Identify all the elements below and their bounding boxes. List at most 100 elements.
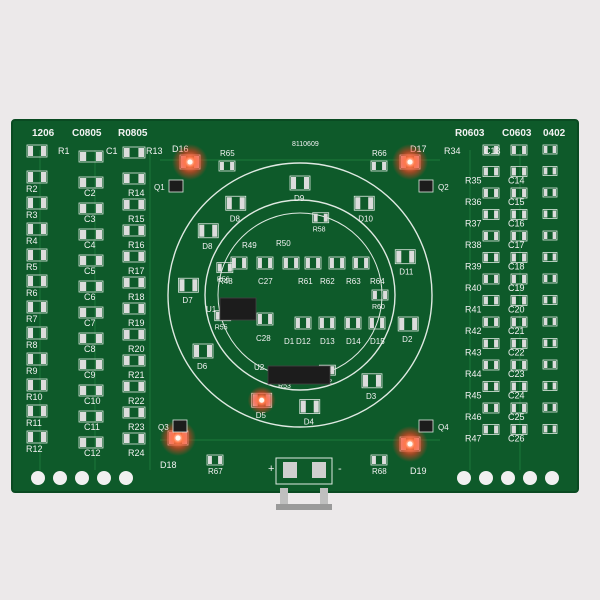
- resistor-label: R12: [26, 444, 43, 454]
- chip-u2-label: U2: [254, 363, 265, 372]
- resistor-label: R1: [58, 146, 70, 156]
- capacitor-0805: [78, 410, 104, 423]
- capacitor-0603: [510, 166, 528, 177]
- pcb-substrate: [11, 119, 579, 493]
- capacitor-0805: [78, 150, 104, 163]
- ring-led-glow: [247, 386, 276, 415]
- resistor-label: R40: [465, 283, 482, 293]
- resistor-0805: [122, 380, 146, 393]
- ring-resistor-label: R58: [313, 227, 326, 234]
- inner-resistor: [352, 256, 370, 270]
- component-0402: [542, 166, 558, 176]
- capacitor-0805: [78, 280, 104, 293]
- transistor: [172, 419, 188, 433]
- resistor-label: R44: [465, 369, 482, 379]
- capacitor-label: C12: [84, 448, 101, 458]
- corner-resistor-label: R65: [220, 149, 235, 158]
- resistor-label: R34: [444, 146, 461, 156]
- ring-resistor-label: R60: [372, 304, 385, 311]
- inner-led-label: D14: [346, 337, 361, 346]
- left-component-columns: R1R2R3R4R5R6R7R8R9R10R11R12C1C2C3C4C5C6C…: [26, 144, 163, 458]
- capacitor-label: C4: [84, 240, 96, 250]
- ring-led-label: D7: [182, 296, 193, 305]
- resistor-1206: [26, 222, 48, 236]
- resistor-0603: [482, 166, 500, 177]
- resistor-1206: [26, 248, 48, 262]
- ring-led-label: D9: [294, 194, 305, 203]
- inner-label: R64: [370, 277, 385, 286]
- ring-led: [178, 277, 199, 293]
- inner-resistor: [282, 256, 300, 270]
- capacitor-0603: [510, 252, 528, 263]
- resistor-label: R22: [128, 396, 145, 406]
- inner-label: R63: [346, 277, 361, 286]
- bottom-pads: [31, 471, 559, 485]
- capacitor-0603: [510, 359, 528, 371]
- resistor-0603: [482, 359, 500, 371]
- resistor-0805: [122, 172, 146, 185]
- resistor-label: R35: [465, 176, 482, 186]
- capacitor-label: C21: [508, 326, 525, 336]
- chip-u2: U2: [254, 363, 331, 385]
- capacitor-label: C10: [84, 396, 101, 406]
- component-0402: [542, 187, 558, 198]
- header-r0603: R0603: [455, 128, 485, 139]
- capacitor-0603: [510, 187, 528, 199]
- ring-led-label: D5: [256, 411, 267, 420]
- ring-led: [225, 195, 247, 211]
- through-hole-pad: [457, 471, 471, 485]
- inner-led-label: D15: [370, 337, 385, 346]
- ring-led: [289, 175, 311, 191]
- corner-resistor: [218, 160, 236, 172]
- resistor-label: R7: [26, 314, 38, 324]
- corner-resistor-label: R67: [208, 467, 223, 476]
- header-r0805: R0805: [118, 128, 148, 139]
- corner-led-glow: [172, 144, 208, 180]
- resistor-0603: [482, 273, 500, 285]
- resistor-0805: [122, 276, 146, 289]
- resistor-label: R2: [26, 184, 38, 194]
- component-0402: [542, 381, 558, 391]
- component-0402: [542, 338, 558, 348]
- corner-resistor: [206, 454, 224, 466]
- resistor-label: R4: [26, 236, 38, 246]
- resistor-0805: [122, 250, 146, 263]
- resistor-0603: [482, 381, 500, 392]
- transistor-label: Q3: [158, 423, 169, 432]
- capacitor-0603: [510, 273, 528, 285]
- ring-led: [353, 195, 375, 211]
- ring-led-label: D2: [402, 335, 413, 344]
- capacitor-label: C24: [508, 391, 525, 401]
- resistor-0603: [482, 187, 500, 199]
- resistor-label: R6: [26, 288, 38, 298]
- ring-resistor: [371, 289, 389, 301]
- resistor-0603: [482, 209, 500, 220]
- through-hole-pad: [523, 471, 537, 485]
- inner-resistor: [328, 256, 346, 270]
- size-headers: 1206 C0805 R0805 R0603 C0603 0402 811060…: [32, 128, 566, 148]
- resistor-label: R20: [128, 344, 145, 354]
- inner-led: [344, 316, 362, 330]
- resistor-label: R18: [128, 292, 145, 302]
- through-hole-pad: [97, 471, 111, 485]
- resistor-1206: [26, 378, 48, 392]
- capacitor-label: C20: [508, 305, 525, 315]
- transistor: [168, 179, 184, 193]
- resistor-0603: [482, 402, 500, 414]
- resistor-label: R42: [465, 326, 482, 336]
- resistor-label: R23: [128, 422, 145, 432]
- capacitor-label: C6: [84, 292, 96, 302]
- corner-resistor: [370, 160, 388, 172]
- capacitor-label: C18: [508, 262, 525, 272]
- through-hole-pad: [479, 471, 493, 485]
- inner-label: R49: [242, 241, 257, 250]
- transistor: [418, 179, 434, 193]
- capacitor-label: C5: [84, 266, 96, 276]
- ring-led-label: D11: [399, 268, 414, 277]
- capacitor-label: C15: [508, 197, 525, 207]
- header-c0603: C0603: [502, 128, 532, 139]
- corner-resistor-label: R66: [372, 149, 387, 158]
- resistor-label: R17: [128, 266, 145, 276]
- inner-cap-label: C28: [256, 334, 271, 343]
